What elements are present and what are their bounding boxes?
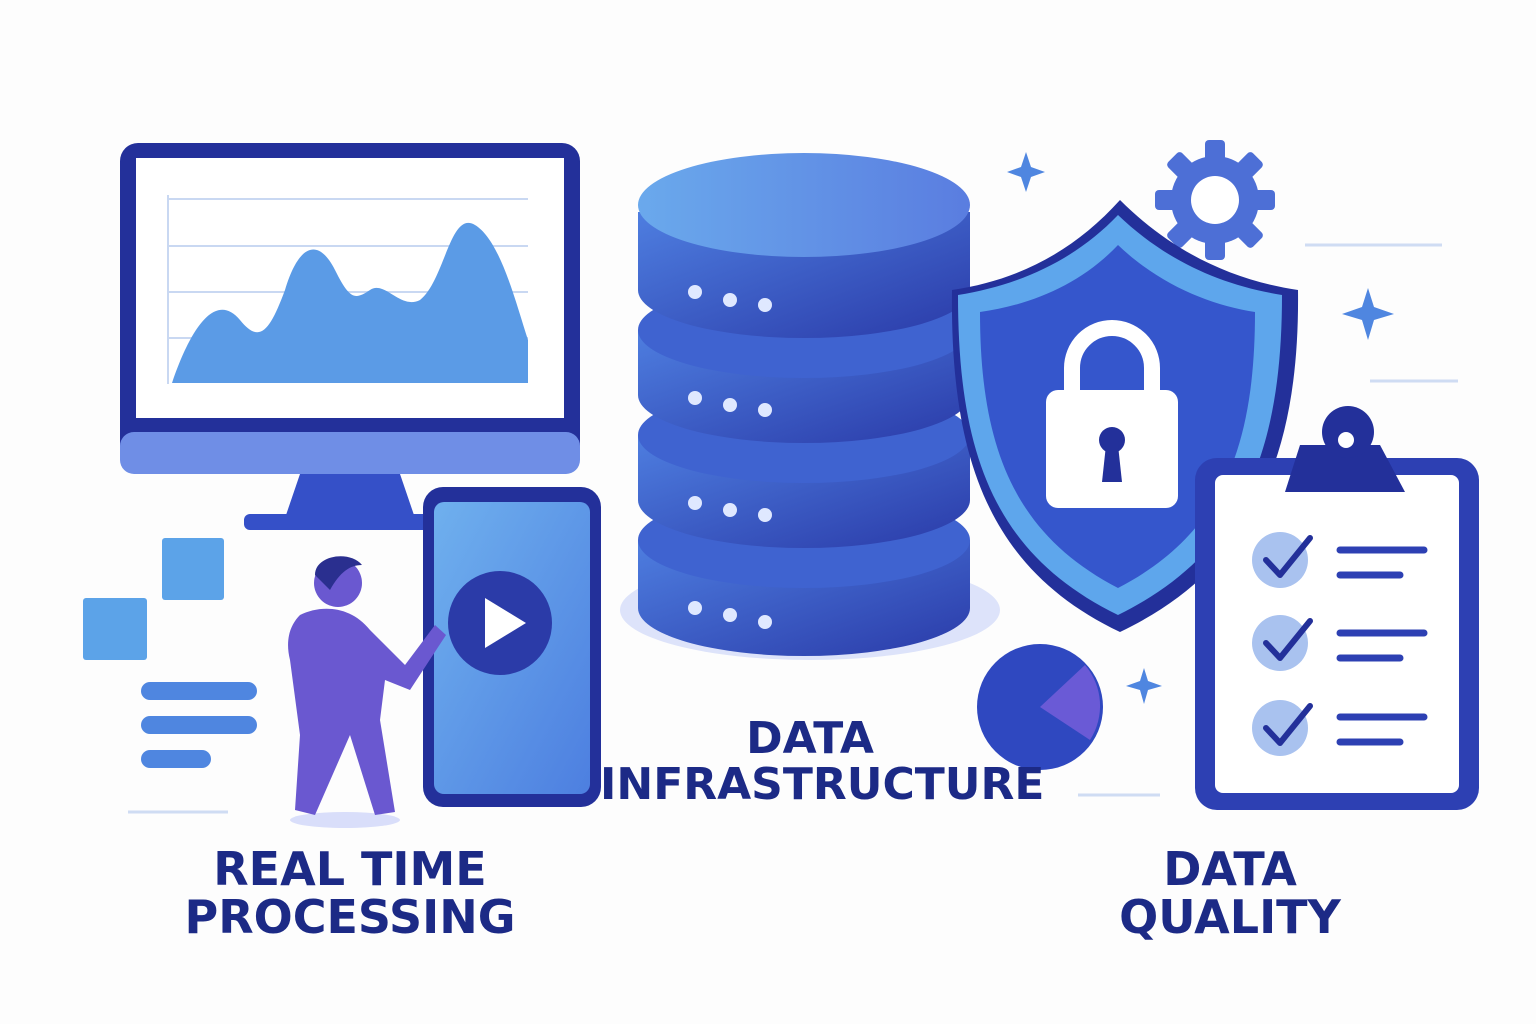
label-data-infrastructure: DATA INFRASTRUCTURE xyxy=(600,713,1045,811)
sparkle-icon xyxy=(1007,152,1394,704)
label-line: REAL TIME xyxy=(213,842,487,896)
gear-icon xyxy=(1155,140,1275,260)
label-data-quality: DATA QUALITY xyxy=(1080,845,1380,942)
database-icon xyxy=(620,153,1000,660)
pie-chart-icon xyxy=(977,644,1103,770)
decor-blocks xyxy=(83,243,1458,814)
label-line: DATA xyxy=(1163,842,1297,896)
phone-play-icon xyxy=(423,487,601,807)
label-real-time-processing: REAL TIME PROCESSING xyxy=(150,845,550,942)
label-line: QUALITY xyxy=(1119,890,1341,945)
monitor-chart-icon xyxy=(120,143,580,530)
clipboard-checklist-icon xyxy=(1195,406,1479,810)
person-icon xyxy=(288,556,446,828)
checklist-items xyxy=(1252,532,1428,756)
label-line: PROCESSING xyxy=(184,890,516,945)
label-line: DATA xyxy=(746,713,874,764)
label-line: INFRASTRUCTURE xyxy=(600,759,1045,811)
